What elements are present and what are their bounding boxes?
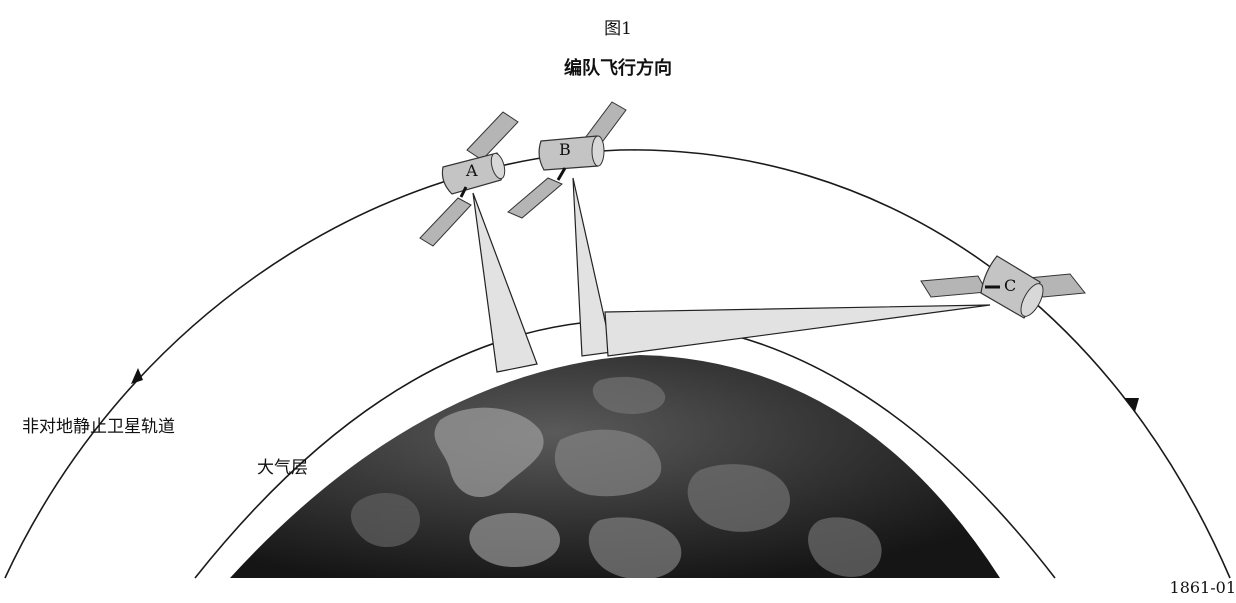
satellite-b-label: B: [559, 140, 571, 159]
beams: [472, 177, 991, 373]
atmosphere-label: 大气层: [257, 458, 308, 478]
earth: [230, 355, 1000, 578]
satellite-b-panel-bottom: [507, 177, 563, 219]
figure-reference: 1861-01: [1169, 578, 1236, 597]
satellite-a: A: [419, 111, 519, 247]
satellite-a-panel-bottom: [419, 197, 472, 247]
orbit-arc: [4, 149, 1231, 579]
beam-b: [572, 177, 613, 357]
satellite-a-label: A: [465, 161, 478, 180]
satellite-c-panel-left: [920, 275, 988, 298]
orbit-arrow-right: [1125, 398, 1139, 412]
figure-title: 编队飞行方向: [564, 58, 672, 79]
satellite-b: B: [507, 101, 627, 219]
beam-c: [604, 304, 991, 357]
satellite-a-panel-top: [466, 111, 519, 161]
cloud-texture: [350, 376, 882, 578]
satellite-c: C: [920, 255, 1086, 319]
orbit-label: 非对地静止卫星轨道: [22, 417, 175, 437]
figure-number: 图1: [604, 19, 632, 39]
orbit-arrow-left: [131, 368, 143, 384]
beam-a: [472, 192, 538, 373]
satellite-c-label: C: [1004, 276, 1016, 295]
